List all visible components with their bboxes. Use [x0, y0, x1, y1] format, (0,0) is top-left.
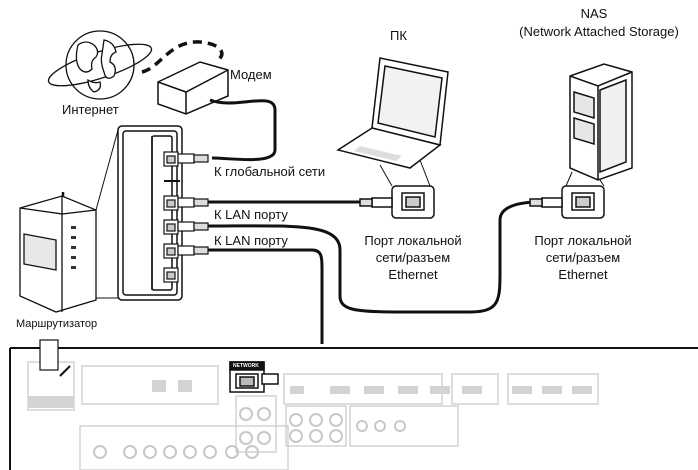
nas-title: NAS: [580, 6, 608, 21]
network-terminal: [229, 361, 279, 393]
nas-port-icon: [529, 185, 605, 219]
nas-port-caption-line-3: Ethernet: [558, 267, 608, 282]
pc-port-caption-line-3: Ethernet: [388, 267, 438, 282]
pc-port-caption-line-1: Порт локальной: [364, 233, 462, 248]
wan-cable: [209, 98, 277, 162]
nas-port-caption-line-1: Порт локальной: [534, 233, 632, 248]
lan-label-1: К LAN порту: [214, 207, 288, 222]
nas-cable: [207, 200, 541, 314]
internet-label: Интернет: [62, 102, 119, 117]
router-ports: [163, 151, 180, 283]
zoom-lines: [95, 129, 119, 299]
pc-port-icon: [359, 185, 435, 219]
pc-port-caption: Порт локальной сети/разъем Ethernet: [340, 232, 486, 283]
lan-label-2: К LAN порту: [214, 233, 288, 248]
router-plugs: [177, 153, 209, 256]
pc-label: ПК: [390, 28, 407, 43]
router-icon: [19, 192, 97, 313]
pc-port-zoom-lines: [379, 159, 431, 187]
laptop-icon: [336, 57, 449, 169]
internet-link-line: [141, 40, 224, 74]
receiver-panel: [9, 339, 698, 470]
pc-port-caption-line-2: сети/разъем: [375, 250, 451, 265]
network-terminal-label: NETWORK: [233, 363, 259, 369]
modem-label: Модем: [230, 67, 272, 82]
nas-port-caption-line-2: сети/разъем: [545, 250, 621, 265]
nas-port-caption: Порт локальной сети/разъем Ethernet: [510, 232, 656, 283]
wan-label: К глобальной сети: [214, 164, 326, 179]
nas-subtitle: (Network Attached Storage): [519, 24, 679, 39]
nas-icon: [569, 63, 633, 181]
router-label: Маршрутизатор: [16, 318, 98, 330]
internet-globe-icon: [47, 30, 153, 100]
nas-port-zoom-lines: [565, 171, 605, 187]
